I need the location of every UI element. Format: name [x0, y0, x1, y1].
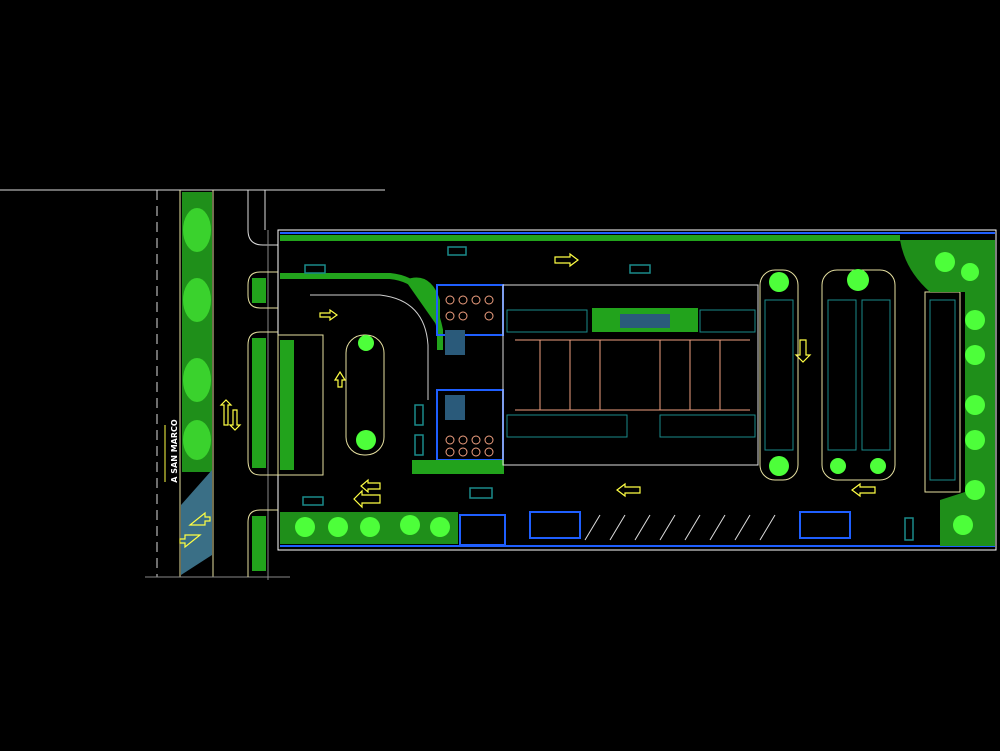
island-plant	[252, 516, 266, 571]
trees	[769, 269, 886, 476]
median-vegetation	[181, 192, 212, 575]
left-parking-island	[277, 334, 324, 476]
top-hedge	[280, 235, 900, 241]
tree-icon	[356, 430, 376, 450]
traffic-arrows	[319, 252, 876, 509]
island-plant	[252, 338, 266, 468]
two-way-arrows	[179, 399, 242, 549]
island-plant	[252, 278, 266, 303]
palm-trees	[935, 252, 985, 535]
road-lines	[0, 189, 385, 580]
tree-icon	[358, 335, 374, 351]
diagonal-parking	[584, 514, 776, 541]
kiosk	[529, 511, 581, 539]
parking-stalls	[764, 299, 956, 481]
drive-curve	[310, 294, 429, 400]
center-island	[345, 334, 385, 456]
food-court	[412, 284, 504, 474]
corner-vegetation	[900, 240, 995, 546]
service-building	[459, 514, 506, 546]
left-hedge	[280, 340, 294, 470]
bottom-palms	[295, 515, 450, 537]
car-icons	[302, 246, 914, 541]
street-label: A SAN MARCO	[170, 419, 179, 483]
central-pavilion	[502, 284, 759, 466]
corner-planting	[405, 277, 440, 330]
kiosk	[799, 511, 851, 539]
entrance-islands	[247, 271, 278, 577]
crosswalk-hatch	[181, 470, 212, 575]
